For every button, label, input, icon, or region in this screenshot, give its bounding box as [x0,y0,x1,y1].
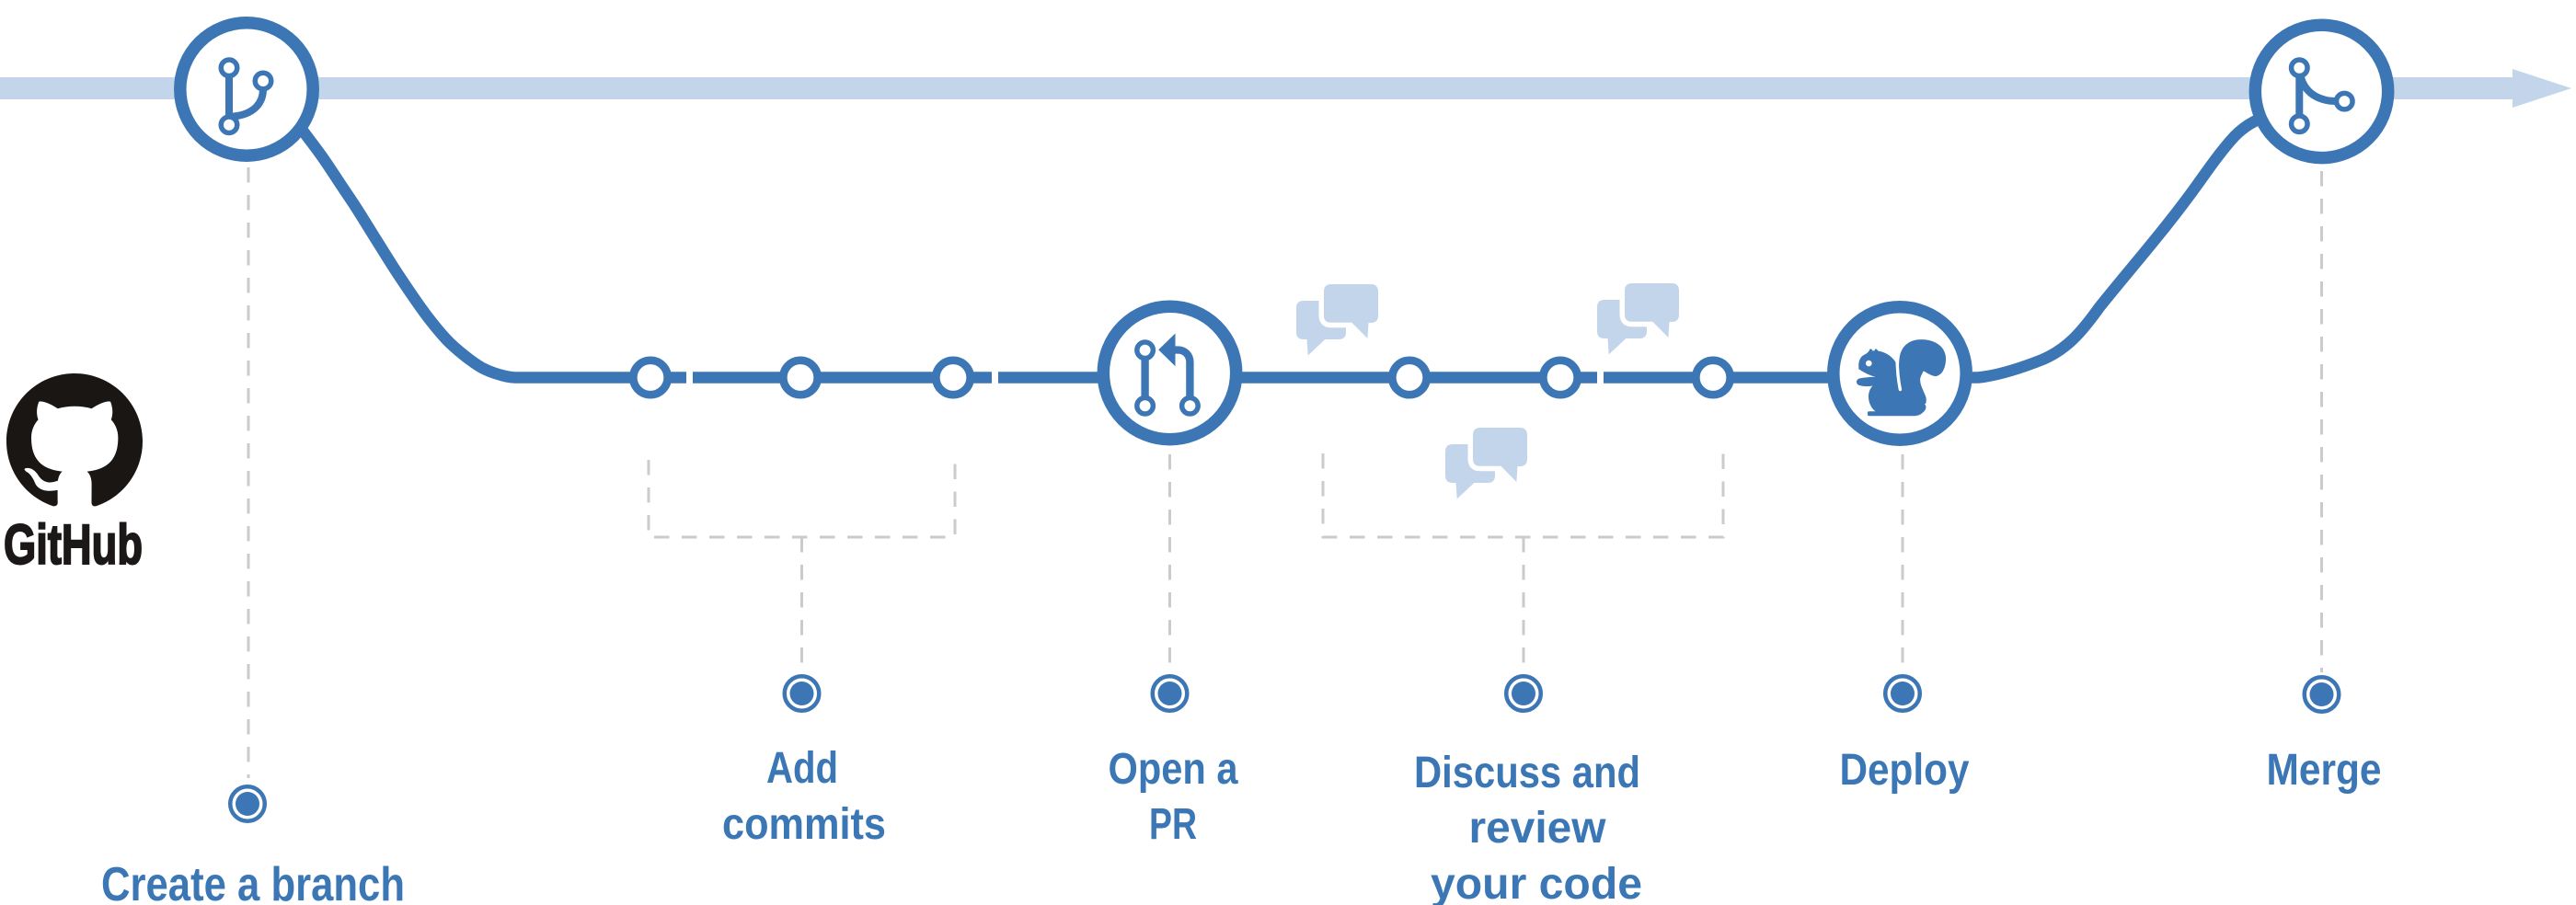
svg-text:Deploy: Deploy [1840,746,1970,795]
svg-text:Open a: Open a [1109,745,1238,794]
svg-text:your code: your code [1431,860,1642,905]
svg-text:review: review [1469,804,1607,853]
svg-text:Create a branch: Create a branch [101,858,405,905]
svg-text:GitHub: GitHub [4,513,143,576]
svg-text:PR: PR [1149,800,1197,849]
svg-text:commits: commits [722,800,886,849]
svg-text:Merge: Merge [2267,746,2382,795]
svg-text:Discuss and: Discuss and [1414,749,1640,797]
svg-text:Add: Add [766,744,838,793]
